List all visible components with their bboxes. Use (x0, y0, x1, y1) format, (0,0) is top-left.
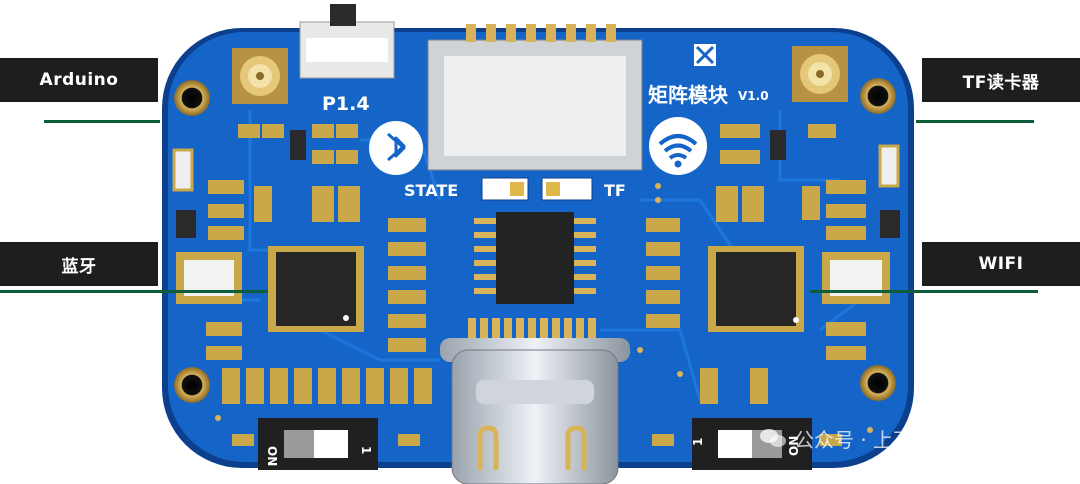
wifi-icon (649, 117, 707, 175)
silkscreen-tf: TF (604, 181, 626, 200)
silkscreen-switch-on-left: ON (265, 446, 279, 466)
dip-switch-right (692, 418, 812, 470)
usb-c-connector (440, 338, 630, 484)
watermark: 公众号 · 上下博客 (760, 424, 953, 453)
dip-switch-left (258, 418, 378, 470)
silkscreen-switch-one-left: 1 (359, 446, 373, 454)
leader-wifi (810, 290, 1038, 293)
leader-arduino (44, 120, 160, 123)
wechat-icon (760, 428, 786, 449)
matrix-logo-icon (694, 44, 716, 66)
bluetooth-icon (369, 121, 423, 175)
top-slide-switch (299, 4, 395, 79)
watermark-text: 公众号 · 上下博客 (794, 428, 954, 452)
silkscreen-p14: P1.4 (322, 93, 370, 115)
label-tf-reader: TF读卡器 (922, 58, 1080, 102)
silkscreen-switch-one-right: 1 (691, 438, 705, 446)
main-chip-center (474, 212, 596, 304)
label-bluetooth: 蓝牙 (0, 242, 158, 286)
silkscreen-state: STATE (404, 181, 458, 200)
silkscreen-module-name: 矩阵模块 (648, 83, 729, 107)
crystal-left (176, 252, 242, 304)
wifi-chip (708, 246, 804, 332)
silkscreen-version: V1.0 (738, 89, 769, 103)
silkscreen-switch-on-right: ON (787, 436, 801, 456)
antenna-connector-left (232, 48, 288, 104)
label-arduino: Arduino (0, 58, 158, 102)
tf-card-slot (427, 24, 643, 171)
antenna-connector-right (792, 46, 848, 102)
leader-bluetooth (0, 290, 268, 293)
bluetooth-chip (268, 246, 364, 332)
leader-tf (916, 120, 1034, 123)
crystal-right (822, 252, 890, 304)
label-wifi: WIFI (922, 242, 1080, 286)
